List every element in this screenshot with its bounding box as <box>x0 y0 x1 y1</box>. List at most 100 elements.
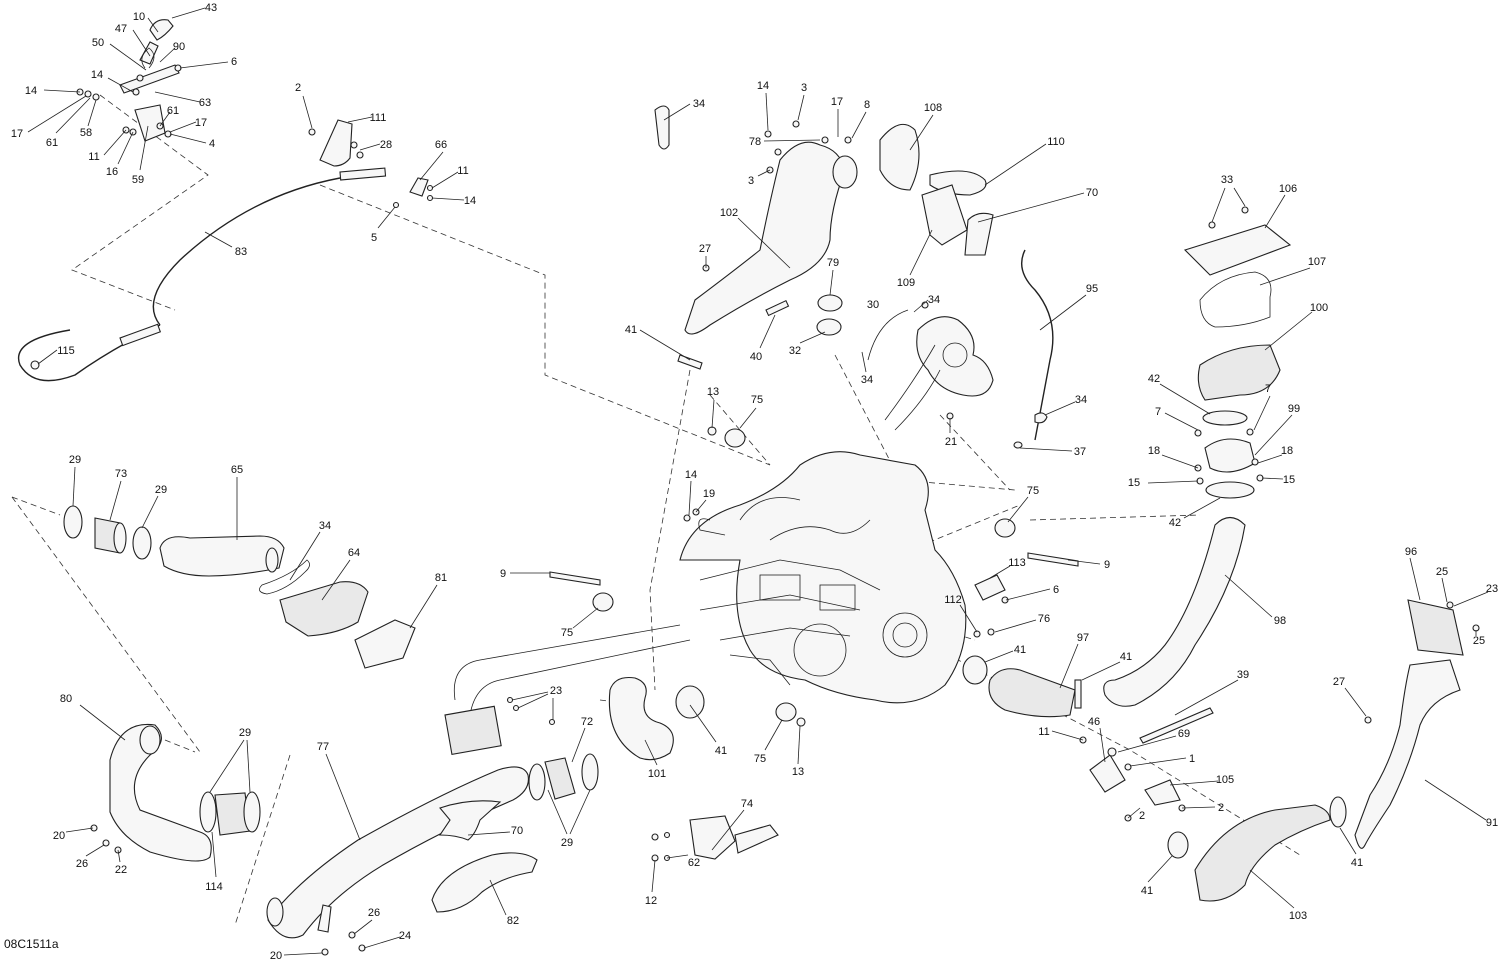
part-label-39: 79 <box>827 257 839 269</box>
duct-98 <box>1103 516 1246 707</box>
part-label-35: 3 <box>748 175 754 187</box>
part-label-82: 76 <box>1038 613 1050 625</box>
duct-65 <box>159 535 285 577</box>
part-label-61: 18 <box>1148 445 1160 457</box>
part-label-45: 40 <box>750 351 762 363</box>
part-label-111: 41 <box>1141 885 1153 897</box>
part-label-59: 7 <box>1265 383 1271 395</box>
part-label-68: 73 <box>115 468 127 480</box>
hardware-20-26-22 <box>90 824 122 854</box>
part-label-43: 41 <box>625 324 637 336</box>
part-label-101: 29 <box>239 727 251 739</box>
part-label-41: 30 <box>867 299 879 311</box>
part-label-50: 34 <box>1075 394 1087 406</box>
part-label-92: 27 <box>1333 676 1345 688</box>
part-label-37: 102 <box>720 207 738 219</box>
mounts-75-13 <box>549 426 1079 727</box>
dipstick-95 <box>1013 249 1054 449</box>
part-label-86: 41 <box>1120 651 1132 663</box>
part-label-56: 100 <box>1310 302 1328 314</box>
part-label-67: 29 <box>69 454 81 466</box>
part-label-87: 39 <box>1237 669 1249 681</box>
part-label-20: 59 <box>132 174 144 186</box>
part-label-80: 6 <box>1053 584 1059 596</box>
part-label-118: 22 <box>115 864 127 876</box>
part-label-14: 61 <box>46 137 58 149</box>
duct-97 <box>962 655 1082 718</box>
part-label-91: 25 <box>1473 635 1485 647</box>
part-label-88: 96 <box>1405 546 1417 558</box>
part-label-63: 15 <box>1128 477 1140 489</box>
clamp-29-a <box>63 505 83 539</box>
airbox-100 <box>1197 344 1281 401</box>
part-label-30: 17 <box>831 96 843 108</box>
part-label-49: 75 <box>751 394 763 406</box>
part-label-19: 16 <box>106 166 118 178</box>
part-label-21: 66 <box>435 139 447 151</box>
part-label-84: 97 <box>1077 632 1089 644</box>
part-label-113: 74 <box>741 798 753 810</box>
seal-34-top <box>654 105 670 150</box>
part-label-33: 78 <box>749 136 761 148</box>
cover-106 <box>1183 206 1292 276</box>
part-label-81: 112 <box>944 594 962 606</box>
part-label-73: 81 <box>435 572 447 584</box>
part-label-29: 3 <box>801 82 807 94</box>
filter-96 <box>1407 599 1480 656</box>
part-label-8: 63 <box>199 97 211 109</box>
part-label-108: 2 <box>1139 810 1145 822</box>
leader-lines <box>27 7 1489 956</box>
part-label-12: 17 <box>195 117 207 129</box>
clamps-79-32 <box>765 294 843 336</box>
housing-64 <box>279 581 369 637</box>
part-label-75: 19 <box>703 488 715 500</box>
boot-73 <box>94 517 127 554</box>
throttle-cable-83 <box>17 167 387 382</box>
part-label-15: 58 <box>80 127 92 139</box>
part-label-83: 75 <box>561 627 573 639</box>
part-label-65: 42 <box>1169 517 1181 529</box>
part-label-90: 23 <box>1486 583 1498 595</box>
part-label-70: 65 <box>231 464 243 476</box>
part-label-5: 6 <box>231 56 237 68</box>
sensor-turbo-assembly <box>867 301 994 431</box>
part-label-44: 32 <box>789 345 801 357</box>
part-label-3: 90 <box>173 41 185 53</box>
part-label-62: 18 <box>1281 445 1293 457</box>
part-label-121: 12 <box>645 895 657 907</box>
part-label-99: 101 <box>648 768 666 780</box>
part-label-123: 24 <box>399 930 411 942</box>
part-label-28: 14 <box>757 80 769 92</box>
part-label-93: 80 <box>60 693 72 705</box>
part-label-32: 108 <box>924 102 942 114</box>
part-label-119: 114 <box>205 881 223 893</box>
part-label-27: 34 <box>693 98 705 110</box>
part-label-78: 9 <box>1104 559 1110 571</box>
part-label-79: 113 <box>1008 557 1026 569</box>
boot-72-clamps-29 <box>528 753 599 801</box>
part-label-94: 23 <box>550 685 562 697</box>
part-label-58: 7 <box>1155 406 1161 418</box>
bracket-105-46 <box>1079 736 1186 822</box>
part-label-76: 75 <box>1027 485 1039 497</box>
part-label-69: 29 <box>155 484 167 496</box>
part-label-103: 46 <box>1088 716 1100 728</box>
part-label-7: 14 <box>25 85 37 97</box>
bracket-74 <box>651 815 779 862</box>
part-label-31: 8 <box>864 99 870 111</box>
diagram-code: 08C1511a <box>4 937 59 951</box>
part-label-46: 34 <box>861 374 873 386</box>
part-label-26: 115 <box>57 345 75 357</box>
part-label-17: 4 <box>209 138 215 150</box>
part-label-25: 83 <box>235 246 247 258</box>
duct-102 <box>684 120 858 335</box>
part-label-100: 77 <box>317 741 329 753</box>
part-label-115: 29 <box>561 837 573 849</box>
part-label-66: 98 <box>1274 615 1286 627</box>
part-label-114: 70 <box>511 825 523 837</box>
part-label-6: 14 <box>91 69 103 81</box>
part-label-112: 103 <box>1289 910 1307 922</box>
part-label-71: 34 <box>319 520 331 532</box>
part-label-1: 10 <box>133 11 145 23</box>
